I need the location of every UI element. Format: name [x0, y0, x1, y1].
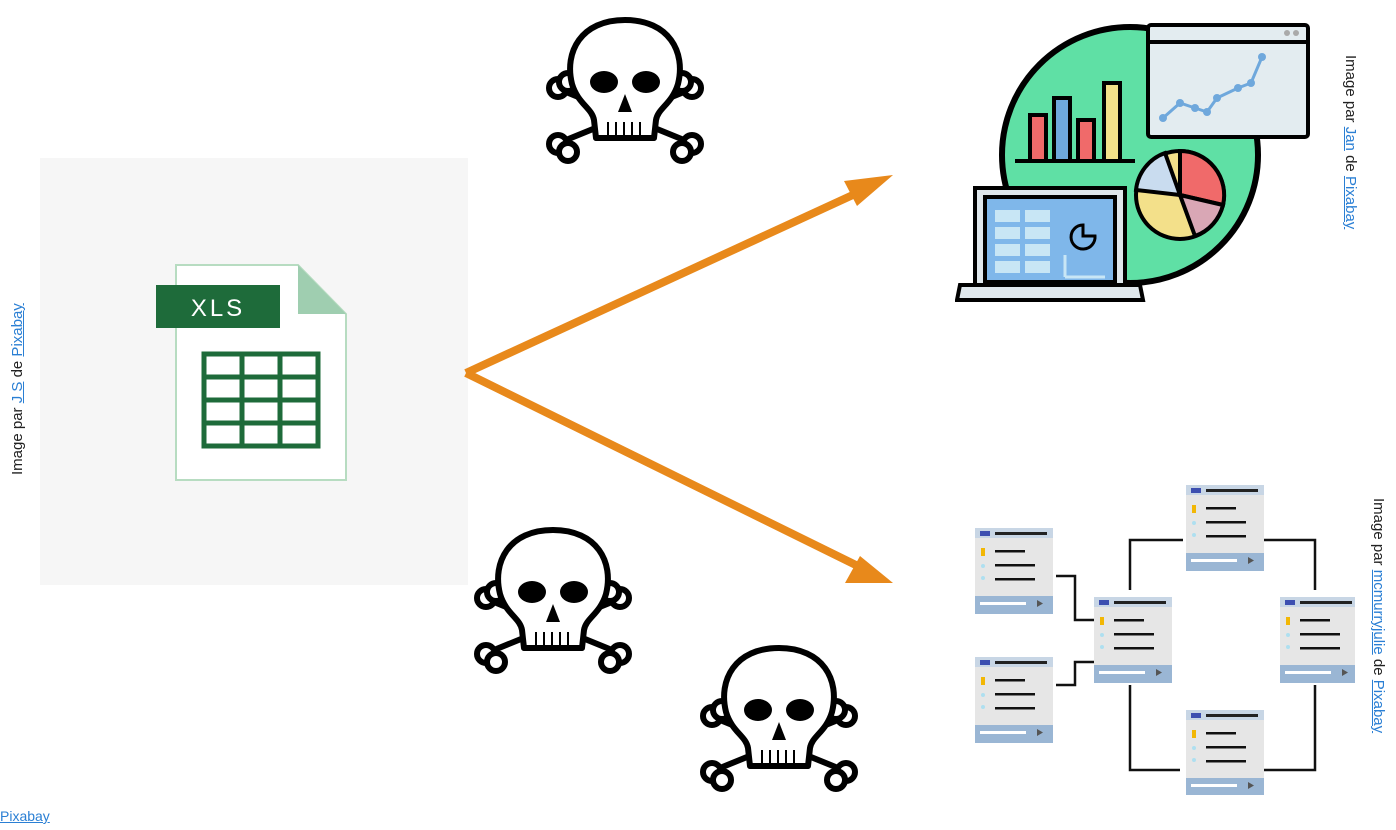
arrow-to-dashboard	[464, 184, 870, 377]
credit-bottom-fragment: Pixabay	[0, 808, 50, 824]
xls-badge-label: XLS	[191, 295, 245, 322]
skull-crossbones-icon	[700, 645, 858, 792]
xls-file-icon: XLS	[156, 264, 347, 481]
pixabay-link-top-right[interactable]: Pixabay	[1342, 175, 1359, 230]
arrow-to-database	[464, 369, 870, 575]
analytics-dashboard-icon	[955, 23, 1310, 302]
author-link-jan[interactable]: Jan	[1342, 126, 1359, 151]
skull-crossbones-icon	[546, 17, 704, 164]
credit-bottom-right: Image par mcmurryjulie de Pixabay	[1370, 498, 1387, 734]
pixabay-link-bottom-left[interactable]: Pixabay	[0, 808, 50, 824]
arrow-head-top	[844, 175, 893, 206]
author-link-mcmurryjulie[interactable]: mcmurryjulie	[1370, 569, 1387, 655]
arrow-head-bottom	[845, 556, 893, 583]
pixabay-link-bottom-right[interactable]: Pixabay	[1370, 679, 1387, 734]
skull-crossbones-icon	[474, 527, 632, 674]
credit-top-right: Image par Jan de Pixabay	[1342, 55, 1359, 230]
database-schema-icon	[975, 485, 1355, 795]
spreadsheet-panel: XLS	[40, 158, 468, 585]
